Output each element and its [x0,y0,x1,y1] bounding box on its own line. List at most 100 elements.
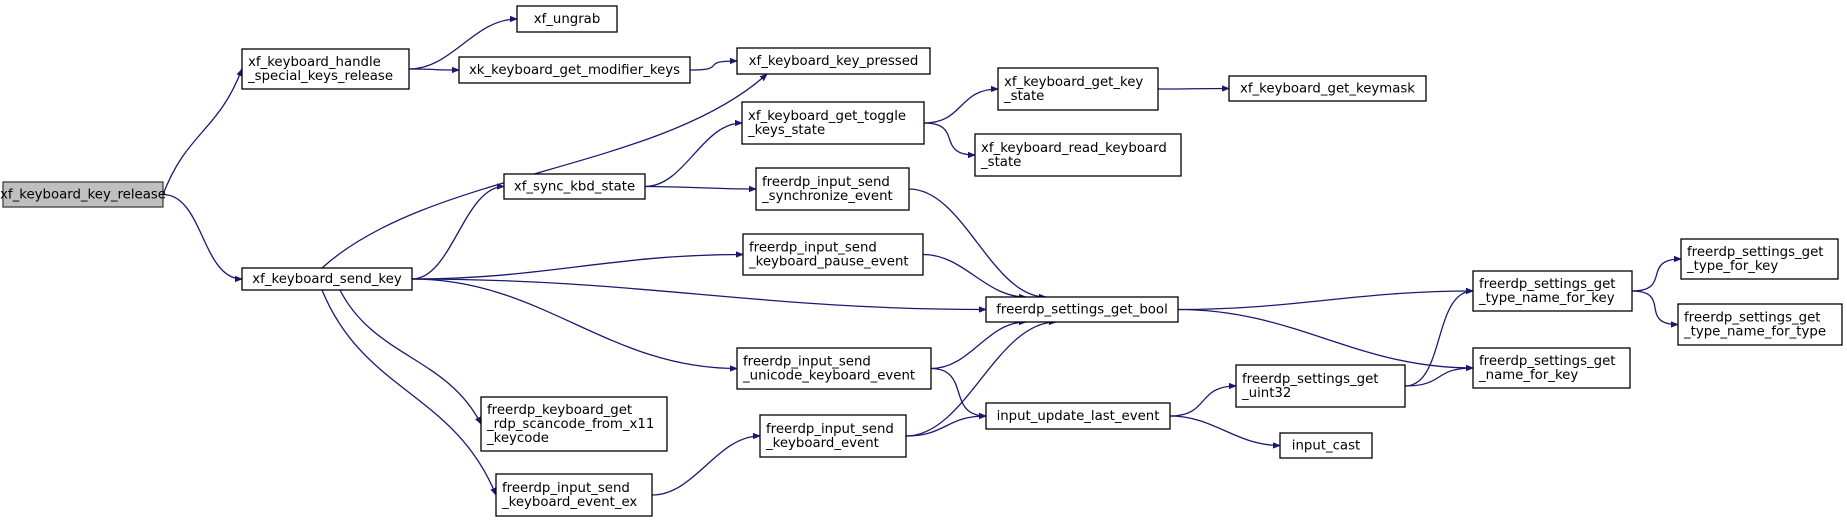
node-label: xf_keyboard_read_keyboard [981,141,1167,156]
node-box [997,67,1159,111]
node-box [736,347,932,390]
node-xf-keyboard-get-toggle-keys-state[interactable]: xf_keyboard_get_toggle_keys_state [741,101,925,145]
node-box [458,56,691,84]
node-label: xf_keyboard_get_keymask [1240,82,1415,97]
node-label: _keycode [486,431,549,446]
edge-freerdp-settings-get-uint32-to-freerdp-settings-get-name-for-key [1404,368,1473,387]
edge-line [905,416,986,437]
edge-line [1404,368,1473,387]
node-freerdp-settings-get-name-for-key[interactable]: freerdp_settings_get_name_for_key [1472,347,1631,389]
node-freerdp-settings-get-uint32[interactable]: freerdp_settings_get_uint32 [1235,364,1406,408]
edge-line [1404,291,1473,387]
node-box [985,402,1171,430]
node-xk-keyboard-get-modifier-keys[interactable]: xk_keyboard_get_modifier_keys [458,56,691,84]
edge-line [1169,415,1280,446]
edge-line [644,123,742,188]
node-label: freerdp_settings_get [1242,372,1379,387]
node-box [1677,303,1843,346]
edge-line [1177,291,1473,311]
edge-xf-keyboard-send-key-to-freerdp-input-send-unicode-keyboard-event [411,278,737,369]
node-label: _state [1003,89,1044,104]
edge-line [411,255,743,280]
node-freerdp-settings-get-type-name-for-key[interactable]: freerdp_settings_get_type_name_for_key [1472,270,1633,312]
edge-line [908,188,1046,297]
node-box [1472,270,1633,312]
edge-freerdp-settings-get-bool-to-freerdp-settings-get-type-name-for-key [1177,291,1473,311]
node-box [1235,364,1406,408]
edge-line [1157,89,1229,90]
node-input-update-last-event[interactable]: input_update_last_event [985,402,1171,430]
node-label: _unicode_keyboard_event [742,369,915,384]
node-xf-keyboard-get-keymask[interactable]: xf_keyboard_get_keymask [1228,75,1427,102]
edge-freerdp-input-send-keyboard-pause-event-to-freerdp-settings-get-bool [922,253,1026,298]
node-label: freerdp_settings_get [1687,245,1824,260]
node-box [985,296,1179,323]
edge-line [644,187,756,190]
node-xf-keyboard-key-pressed[interactable]: xf_keyboard_key_pressed [736,47,931,75]
edge-line [321,74,767,269]
node-xf-keyboard-send-key[interactable]: xf_keyboard_send_key [241,267,413,291]
node-xf-keyboard-get-key-state[interactable]: xf_keyboard_get_key_state [997,67,1159,111]
node-freerdp-settings-get-bool[interactable]: freerdp_settings_get_bool [985,296,1179,323]
edge-freerdp-input-send-synchronize-event-to-freerdp-settings-get-bool [908,188,1046,297]
node-label: xf_keyboard_key_release [0,188,166,203]
edge-line [1631,290,1678,325]
edge-xf-keyboard-get-toggle-keys-state-to-xf-keyboard-read-keyboard-state [923,122,975,155]
node-xf-ungrab[interactable]: xf_ungrab [516,5,618,33]
node-input-cast[interactable]: input_cast [1279,432,1373,459]
node-freerdp-input-send-unicode-keyboard-event[interactable]: freerdp_input_send_unicode_keyboard_even… [736,347,932,390]
edge-xf-keyboard-key-release-to-xf-keyboard-handle-special-keys-release [162,69,243,195]
node-freerdp-keyboard-get-rdp-scancode-from-x11-keycode[interactable]: freerdp_keyboard_get_rdp_scancode_from_x… [480,396,668,452]
node-box [495,473,653,517]
edge-xf-sync-kbd-state-to-xf-keyboard-get-toggle-keys-state [644,123,742,188]
node-xf-keyboard-key-release[interactable]: xf_keyboard_key_release [0,181,166,208]
edge-freerdp-input-send-unicode-keyboard-event-to-input-update-last-event [930,367,986,417]
edge-xf-keyboard-handle-special-keys-release-to-xf-ungrab [408,19,517,70]
node-xf-keyboard-read-keyboard-state[interactable]: xf_keyboard_read_keyboard_state [974,133,1182,177]
node-label: freerdp_keyboard_get [487,403,632,418]
node-label: _special_keys_release [247,69,393,84]
edge-xf-keyboard-send-key-to-freerdp-input-send-keyboard-pause-event [411,255,743,280]
edge-line [922,253,1026,298]
node-xf-sync-kbd-state[interactable]: xf_sync_kbd_state [503,173,646,200]
edge-input-update-last-event-to-freerdp-settings-get-uint32 [1169,386,1236,417]
edges-layer [162,19,1681,495]
node-freerdp-input-send-keyboard-event-ex[interactable]: freerdp_input_send_keyboard_event_ex [495,473,653,517]
node-label: _keyboard_event_ex [501,495,637,510]
edge-freerdp-settings-get-type-name-for-key-to-freerdp-settings-get-type-for-key [1631,259,1681,292]
node-freerdp-input-send-keyboard-pause-event[interactable]: freerdp_input_send_keyboard_pause_event [742,233,924,276]
node-label: _keyboard_pause_event [748,255,909,270]
node-box [241,267,413,291]
node-label: _synchronize_event [761,189,893,204]
node-label: xk_keyboard_get_modifier_keys [469,63,680,78]
node-freerdp-settings-get-type-name-for-type[interactable]: freerdp_settings_get_type_name_for_type [1677,303,1843,346]
edge-freerdp-settings-get-type-name-for-key-to-freerdp-settings-get-type-name-for-type [1631,290,1678,325]
node-label: _keys_state [747,123,825,138]
edge-line [411,278,737,369]
node-box [759,414,907,458]
edge-line [923,89,998,124]
node-box [503,173,646,200]
node-box [755,167,910,211]
node-label: xf_keyboard_key_pressed [749,54,919,69]
edge-xf-keyboard-send-key-to-freerdp-input-send-keyboard-event-ex [321,289,497,495]
edge-line [411,187,504,280]
node-xf-keyboard-handle-special-keys-release[interactable]: xf_keyboard_handle_special_keys_release [241,48,410,90]
edge-xf-keyboard-get-key-state-to-xf-keyboard-get-keymask [1157,89,1229,90]
edge-freerdp-input-send-unicode-keyboard-event-to-freerdp-settings-get-bool [930,322,1026,370]
edge-line [339,289,482,424]
edge-input-update-last-event-to-input-cast [1169,415,1280,446]
node-freerdp-input-send-synchronize-event[interactable]: freerdp_input_send_synchronize_event [755,167,910,211]
node-label: _rdp_scancode_from_x11 [486,417,654,432]
edge-line [930,367,986,417]
node-label: freerdp_settings_get [1684,311,1821,326]
node-label: input_cast [1292,439,1360,454]
node-freerdp-input-send-keyboard-event[interactable]: freerdp_input_send_keyboard_event [759,414,907,458]
edge-xf-keyboard-key-release-to-xf-keyboard-send-key [162,193,242,280]
node-label: freerdp_input_send [743,355,871,370]
node-label: _name_for_key [1478,368,1578,383]
node-box [516,5,618,33]
nodes-layer: xf_keyboard_key_release xf_keyboard_handl… [0,5,1843,517]
node-freerdp-settings-get-type-for-key[interactable]: freerdp_settings_get_type_for_key [1680,238,1839,280]
edge-line [408,69,459,70]
